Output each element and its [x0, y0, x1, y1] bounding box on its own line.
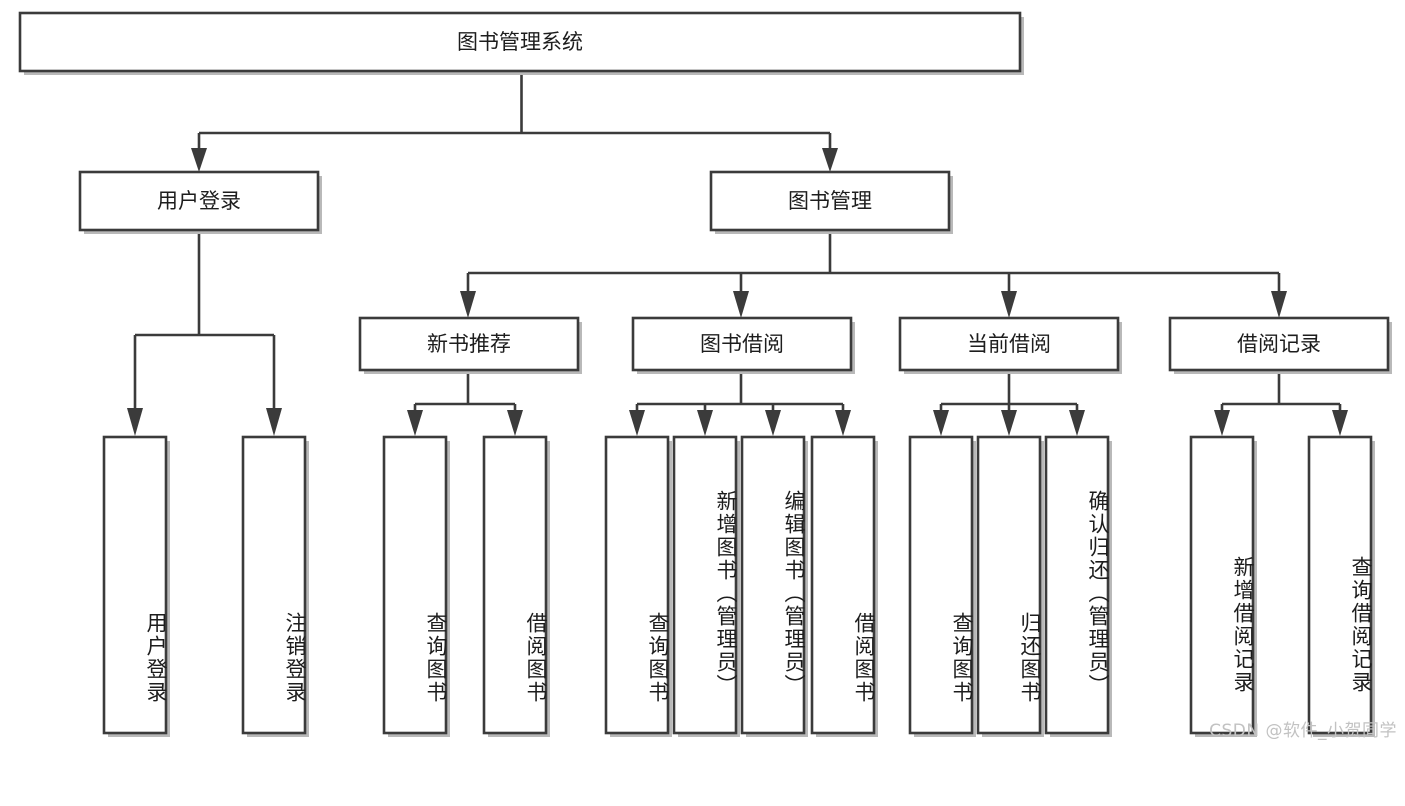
node-user-login-box — [78, 170, 320, 232]
node-book-borrow[interactable]: 图书借阅 — [631, 316, 855, 374]
leaf-edit-book-box[interactable] — [740, 435, 806, 735]
leaf-borrow-book-2-box[interactable] — [810, 435, 876, 735]
node-borrow-record-box — [1168, 316, 1390, 372]
node-borrow-record[interactable]: 借阅记录 — [1168, 316, 1392, 374]
node-book-management[interactable]: 图书管理 — [709, 170, 953, 234]
node-book-borrow-label: 图书借阅 — [700, 332, 784, 356]
arrow-head-new-book-recommend — [460, 291, 476, 318]
node-book-borrow-box — [631, 316, 853, 372]
arrow-head-leaf-borrow-book-1 — [507, 410, 523, 436]
node-current-borrow-label: 当前借阅 — [967, 332, 1051, 356]
arrow-head-book-borrow — [733, 291, 749, 318]
leaf-query-book-1-box[interactable] — [382, 435, 448, 735]
leaf-query-book-2-box[interactable] — [604, 435, 670, 735]
leaf-user-login-box[interactable] — [102, 435, 168, 735]
csdn-watermark: CSDN @软件_小贺同学 — [1209, 721, 1397, 741]
node-user-login-label: 用户登录 — [157, 189, 241, 213]
arrow-head-leaf-return-book — [1001, 410, 1017, 436]
arrow-head-leaf-query-book-1 — [407, 410, 423, 436]
arrow-head-leaf-edit-book — [765, 410, 781, 436]
arrow-head-leaf-user-logout — [266, 408, 282, 436]
leaf-box-layer — [102, 435, 1375, 737]
node-user-login[interactable]: 用户登录 — [78, 170, 322, 234]
node-root-label: 图书管理系统 — [457, 30, 583, 54]
arrow-head-leaf-user-login — [127, 408, 143, 436]
node-new-book-recommend-label: 新书推荐 — [427, 332, 511, 356]
hierarchy-diagram: 图书管理系统 用户登录 图书管理 新书推荐 图书借阅 当前借阅 — [18, 11, 1397, 741]
node-current-borrow-box — [898, 316, 1120, 372]
arrow-head-book-management — [822, 148, 838, 172]
arrow-head-leaf-query-book-2 — [629, 410, 645, 436]
leaf-query-record-box[interactable] — [1307, 435, 1373, 735]
arrow-head-leaf-add-book — [697, 410, 713, 436]
leaf-borrow-book-1-box[interactable] — [482, 435, 548, 735]
leaf-add-book-box[interactable] — [672, 435, 738, 735]
arrow-head-user-login — [191, 148, 207, 172]
arrow-head-leaf-query-record — [1332, 410, 1348, 436]
connector-layer — [127, 74, 1348, 436]
node-current-borrow[interactable]: 当前借阅 — [898, 316, 1122, 374]
node-borrow-record-label: 借阅记录 — [1237, 332, 1321, 356]
arrow-head-leaf-add-record — [1214, 410, 1230, 436]
leaf-query-book-3-box[interactable] — [908, 435, 974, 735]
leaf-user-logout-box[interactable] — [241, 435, 307, 735]
arrow-head-leaf-borrow-book-2 — [835, 410, 851, 436]
node-root[interactable]: 图书管理系统 — [18, 11, 1024, 75]
arrow-head-leaf-confirm-return — [1069, 410, 1085, 436]
node-new-book-recommend[interactable]: 新书推荐 — [358, 316, 582, 374]
leaf-add-record-box[interactable] — [1189, 435, 1255, 735]
node-new-book-recommend-box — [358, 316, 580, 372]
arrow-head-borrow-record — [1271, 291, 1287, 318]
node-book-management-box — [709, 170, 951, 232]
node-root-box — [18, 11, 1022, 73]
node-book-management-label: 图书管理 — [788, 189, 872, 213]
leaf-return-book-box[interactable] — [976, 435, 1042, 735]
tree-svg-canvas: 图书管理系统 用户登录 图书管理 新书推荐 图书借阅 当前借阅 — [18, 11, 1392, 737]
leaf-confirm-return-box[interactable] — [1044, 435, 1110, 735]
arrow-head-leaf-query-book-3 — [933, 410, 949, 436]
arrow-head-current-borrow — [1001, 291, 1017, 318]
